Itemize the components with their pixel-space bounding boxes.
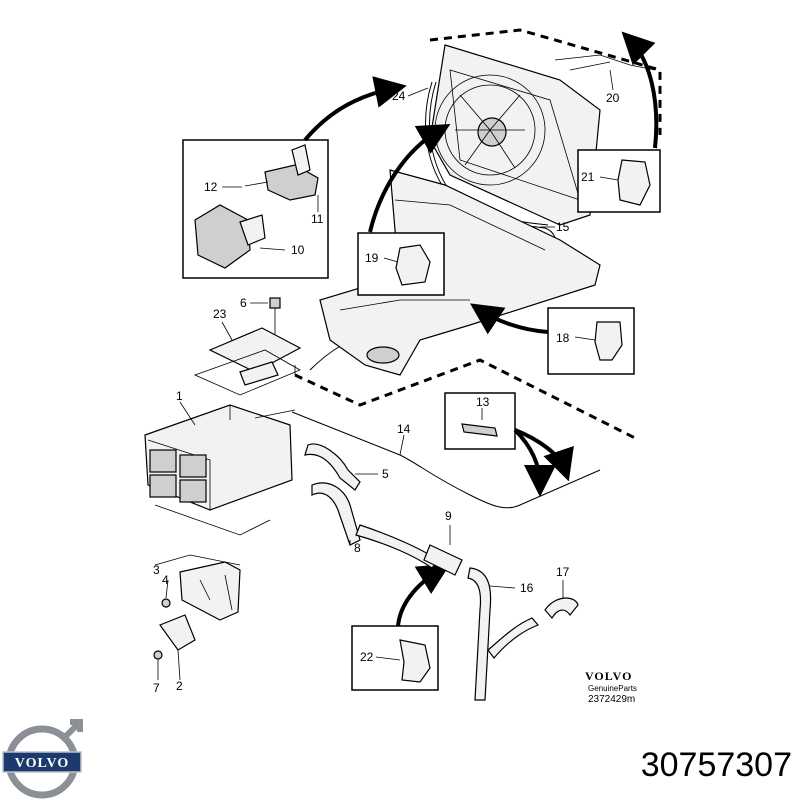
radiator-fan-assembly <box>429 28 662 226</box>
inset-box-grommet-13 <box>444 392 516 450</box>
callout-18: 18 <box>556 331 570 345</box>
stamp-subtitle: GenuineParts <box>588 684 637 693</box>
callout-13: 13 <box>476 395 490 409</box>
clip-22 <box>399 639 431 683</box>
callout-10: 10 <box>291 243 305 257</box>
callout-3: 3 <box>153 563 160 577</box>
callout-4: 4 <box>162 573 169 587</box>
callout-22: 22 <box>360 650 374 664</box>
callout-9: 9 <box>445 509 452 523</box>
clip-18 <box>594 321 623 361</box>
purge-valve-part <box>194 144 319 269</box>
bracket-23 <box>193 297 302 396</box>
genuine-parts-stamp: VOLVO GenuineParts 2372429m <box>585 669 637 705</box>
logo-text: VOLVO <box>15 756 70 771</box>
callout-17: 17 <box>556 565 570 579</box>
grommet-13 <box>461 423 498 437</box>
callout-21: 21 <box>581 170 595 184</box>
callout-5: 5 <box>382 467 389 481</box>
callout-8: 8 <box>354 541 361 555</box>
callout-7: 7 <box>153 681 160 695</box>
callout-6: 6 <box>240 296 247 310</box>
callout-23: 23 <box>213 307 227 321</box>
callout-12: 12 <box>204 180 218 194</box>
vapor-line-14 <box>291 411 601 509</box>
stamp-drawing-number: 2372429m <box>588 694 635 705</box>
callout-20: 20 <box>606 91 620 105</box>
callout-24: 24 <box>392 89 406 103</box>
callout-16: 16 <box>520 581 534 595</box>
callout-19: 19 <box>365 251 379 265</box>
callout-15: 15 <box>556 220 570 234</box>
callout-labels: 1 2 3 4 5 6 7 8 9 10 11 12 13 14 15 16 1… <box>153 89 620 695</box>
volvo-logo: VOLVO <box>2 719 83 799</box>
callout-2: 2 <box>176 679 183 693</box>
stamp-brand: VOLVO <box>585 669 632 683</box>
callout-11: 11 <box>311 212 324 226</box>
callout-1: 1 <box>176 389 183 403</box>
body-floor-pan <box>294 169 636 440</box>
part-number: 30757307 <box>641 746 792 784</box>
pointer-arrows <box>303 31 659 627</box>
canister-bracket <box>153 554 241 660</box>
clip-19 <box>395 244 431 286</box>
hoses <box>304 443 579 701</box>
evap-canister-1 <box>144 404 296 511</box>
callout-14: 14 <box>397 422 411 436</box>
